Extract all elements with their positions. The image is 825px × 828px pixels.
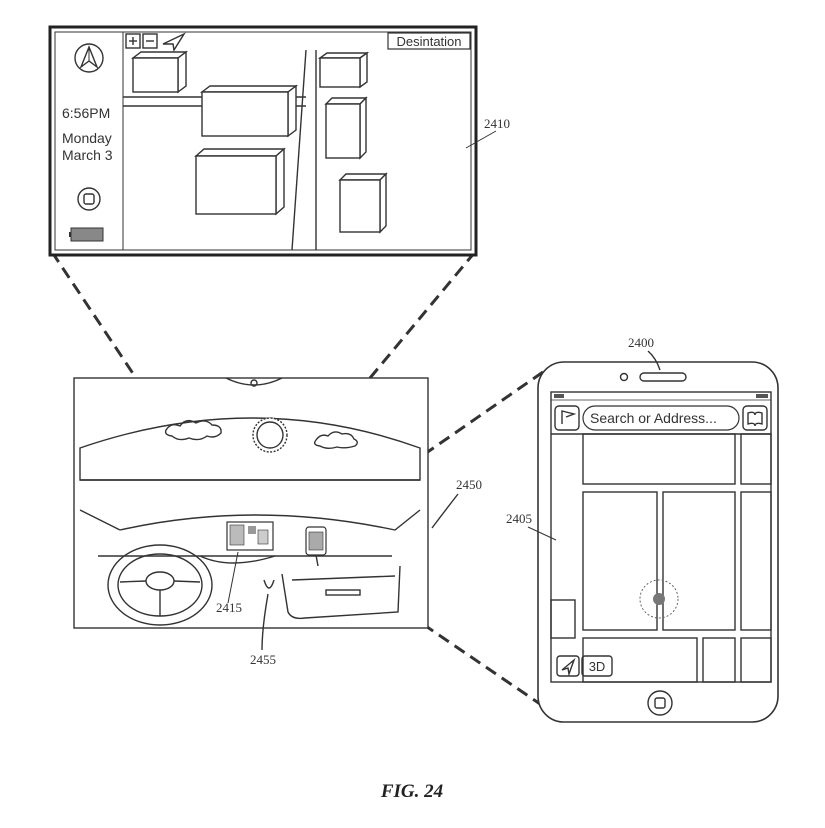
- zoom-out-button[interactable]: [142, 33, 158, 49]
- view-3d-button[interactable]: 3D: [581, 655, 613, 677]
- date-label: March 3: [62, 147, 113, 163]
- battery-icon: [69, 227, 104, 242]
- compass-icon[interactable]: [74, 43, 104, 73]
- ref-2415: 2415: [216, 600, 242, 615]
- phone-map: [550, 433, 772, 683]
- directions-flag-icon: [561, 410, 577, 424]
- ref-2410: 2410: [484, 116, 510, 131]
- destination-button[interactable]: Desintation: [387, 32, 471, 50]
- view-3d-label: 3D: [589, 659, 606, 674]
- location-arrow-icon[interactable]: [162, 32, 186, 52]
- ref-2455: 2455: [250, 652, 276, 667]
- figure-caption: FIG. 24: [380, 781, 443, 802]
- location-button[interactable]: [556, 655, 580, 677]
- zoom-in-button[interactable]: [125, 33, 141, 49]
- directions-button[interactable]: [554, 405, 580, 431]
- docked-phone: [305, 526, 327, 567]
- bookmarks-button[interactable]: [742, 405, 768, 431]
- head-unit-map: [123, 49, 388, 251]
- head-unit-screen: 6:56PM Monday March 3: [48, 25, 478, 257]
- clock-time: 6:56PM: [62, 105, 110, 121]
- search-field[interactable]: Search or Address...: [582, 405, 740, 431]
- bookmarks-icon: [747, 411, 763, 427]
- destination-label: Desintation: [396, 34, 461, 49]
- search-placeholder: Search or Address...: [590, 410, 717, 426]
- location-arrow-icon: [561, 657, 576, 677]
- vehicle-interior: [73, 377, 429, 629]
- home-button-icon[interactable]: [77, 187, 101, 211]
- ref-2400: 2400: [628, 335, 654, 350]
- day-label: Monday: [62, 130, 112, 146]
- mobile-device: Search or Address...: [537, 361, 779, 723]
- dashboard-display: [226, 521, 274, 551]
- ref-2450: 2450: [456, 477, 482, 492]
- ref-2405: 2405: [506, 511, 532, 526]
- home-button[interactable]: [647, 690, 673, 716]
- current-location-marker: [639, 579, 679, 619]
